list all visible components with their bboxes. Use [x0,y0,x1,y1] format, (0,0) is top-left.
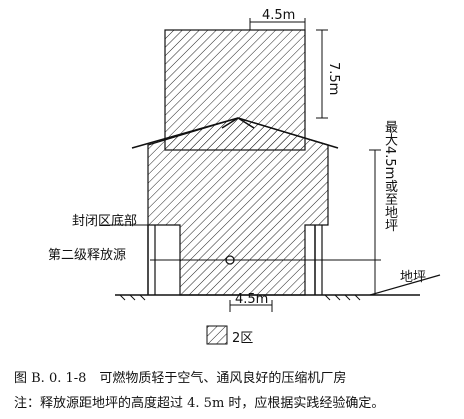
label-secondary-source: 第二级释放源 [48,248,127,263]
roof-vent [221,117,255,129]
dim-top-width: 4.5m [262,8,296,23]
dim-bottom-width: 4.5m [235,292,269,307]
figure-note: 注：释放源距地坪的高度超过 4. 5m 时，应根据实践经验确定。 [14,396,385,411]
building-zone-hatch [147,117,329,296]
ground-hatch [119,294,361,301]
label-ground: 地坪 [400,270,427,285]
label-enclosed-bottom: 封闭区底部 [72,214,138,229]
figure-caption: 图 B. 0. 1-8 可燃物质轻于空气、通风良好的压缩机厂房 [14,371,347,386]
dim-top-height: 7.5m [326,62,341,96]
legend-swatch [206,325,228,345]
legend-label: 2区 [232,331,254,346]
roof-right [237,117,339,149]
dim-height-right: 最大4.5m或至地坪 [382,120,397,232]
roof-left [131,117,239,149]
